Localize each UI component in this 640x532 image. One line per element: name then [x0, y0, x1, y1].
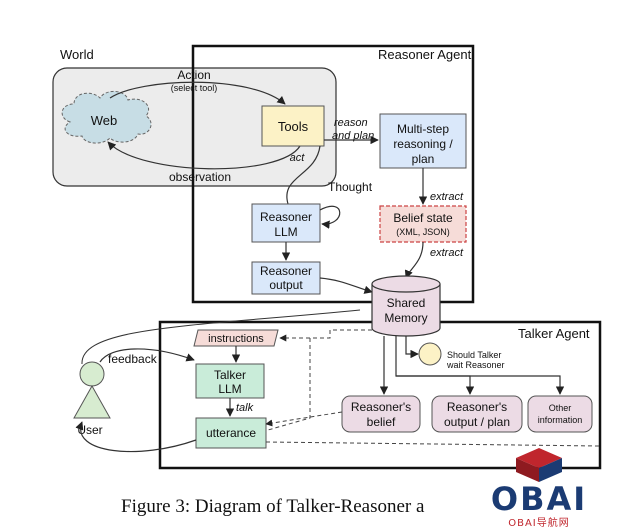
output-to-memory-arrow: [319, 277, 373, 294]
reasoner-output-node: [251, 261, 321, 295]
world-title: World: [60, 47, 94, 62]
belief-state-line-1: Belief state: [393, 211, 453, 225]
reasoner-agent-title: Reasoner Agent: [378, 47, 472, 62]
memory-to-utterance-link: [267, 338, 311, 431]
reasoner-output-line-1: Reasoner: [260, 264, 312, 278]
web-label: Web: [91, 113, 118, 128]
user-to-memory-link: [81, 309, 361, 365]
web-cloud: Web: [61, 91, 152, 144]
instructions-label: instructions: [208, 333, 264, 345]
instructions-node: [193, 329, 279, 347]
action-sublabel: (select tool): [171, 83, 218, 93]
memory-to-wait-arrow: [405, 336, 419, 359]
shared-memory-line-1: Shared: [387, 296, 426, 310]
multistep-line-1: Multi-step: [397, 122, 449, 136]
observation-label: observation: [169, 170, 231, 184]
reasoner-output-plan-node: [431, 395, 523, 433]
caption-text: Figure 3: Diagram of Talker-Reasoner a: [121, 496, 425, 517]
reasoner-llm-node: [251, 203, 321, 243]
other-information-line-2: information: [538, 415, 583, 425]
figure-caption: Figure 3: Diagram of Talker-Reasoner a: [0, 494, 640, 524]
wait-decision-node: [418, 342, 442, 366]
wait-label-line-1: Should Talker: [447, 350, 501, 360]
user-label: User: [77, 423, 102, 437]
other-information-node: [527, 395, 593, 433]
architecture-diagram: World Reasoner Agent Talker Agent Web Ac…: [52, 44, 602, 470]
reason-plan-label-1: reason: [334, 117, 368, 129]
tools-label: Tools: [278, 119, 309, 134]
shared-memory-line-2: Memory: [384, 311, 427, 325]
wait-label-line-2: wait Reasoner: [446, 360, 505, 370]
reason-plan-label-2: and plan: [332, 130, 374, 142]
tools-to-llm-connector: [286, 145, 321, 205]
extract-arrow-bottom: [404, 241, 424, 279]
belief-to-utterance-link: [265, 411, 343, 427]
utterance-to-user-arrow: [75, 421, 197, 453]
extract-label-top: extract: [430, 191, 464, 203]
reasoner-output-line-2: output: [269, 278, 303, 292]
observation-arrow: [107, 141, 301, 170]
utterance-node: [195, 417, 267, 449]
utterance-label: utterance: [206, 426, 256, 440]
reasoner-llm-line-2: LLM: [274, 225, 297, 239]
reasoner-output-plan-line-1: Reasoner's: [447, 400, 507, 414]
feedback-label: feedback: [108, 352, 158, 366]
act-label: act: [290, 152, 306, 164]
watermark-logo: OBAI OBAI导航网: [484, 446, 594, 529]
reasoner-belief-line-2: belief: [367, 415, 396, 429]
thought-loop-arrow: [319, 205, 341, 229]
reasoner-llm-line-1: Reasoner: [260, 210, 312, 224]
memory-to-other-arrow: [396, 375, 565, 395]
memory-to-instructions-link: [279, 329, 372, 342]
talker-llm-line-2: LLM: [218, 382, 241, 396]
logo-text: OBAI: [490, 480, 588, 518]
other-information-line-1: Other: [549, 403, 572, 413]
action-arrow: [109, 81, 286, 105]
reasoner-agent-box: [191, 44, 475, 304]
reasoner-output-plan-line-2: output / plan: [444, 415, 510, 429]
talker-llm-line-1: Talker: [214, 368, 246, 382]
user-figure: [73, 361, 111, 419]
reasoner-belief-line-1: Reasoner's: [351, 400, 411, 414]
belief-state-node: [379, 205, 467, 243]
action-label: Action: [177, 68, 210, 82]
feedback-arrow: [99, 348, 195, 363]
multistep-line-2: reasoning /: [393, 137, 453, 151]
belief-state-line-2: (XML, JSON): [396, 227, 450, 237]
talk-label: talk: [236, 402, 254, 414]
shared-memory-node: Shared Memory: [371, 275, 441, 337]
multistep-reasoning-node: [379, 113, 467, 169]
multistep-line-3: plan: [412, 152, 435, 166]
reasoner-belief-node: [341, 395, 421, 433]
talker-llm-node: [195, 363, 265, 399]
extract-label-bottom: extract: [430, 247, 464, 259]
cube-icon: [516, 448, 562, 482]
tools-node: [261, 105, 325, 147]
thought-label: Thought: [328, 180, 373, 194]
logo-subtext: OBAI导航网: [508, 518, 570, 529]
talker-agent-title: Talker Agent: [518, 326, 590, 341]
